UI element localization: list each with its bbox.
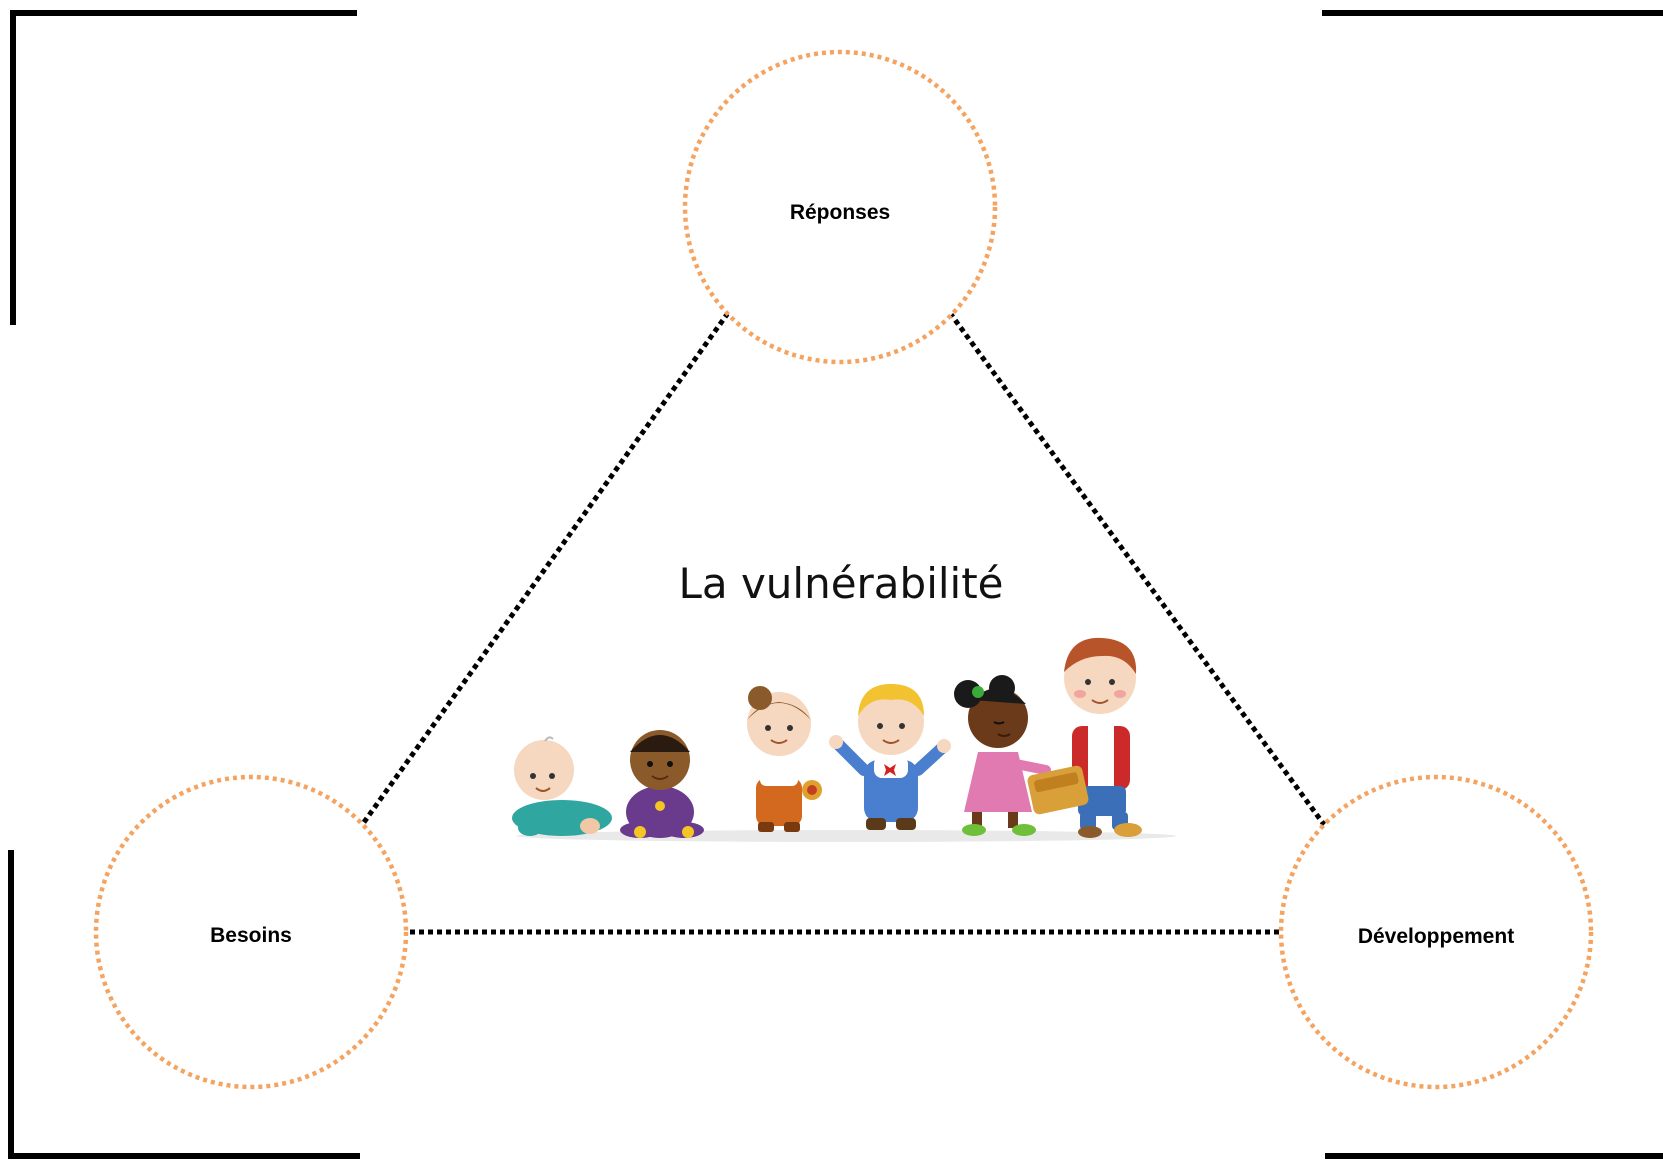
child-boy-satchel bbox=[1027, 637, 1142, 838]
child-girl-pink-dress bbox=[954, 675, 1051, 836]
connector-top-right bbox=[947, 311, 1328, 828]
node-circle-right bbox=[1278, 774, 1594, 1090]
connectors bbox=[359, 311, 1328, 935]
child-crawling-baby bbox=[512, 736, 612, 836]
diagram-title: La vulnérabilité bbox=[678, 559, 1003, 608]
child-blond-toddler bbox=[829, 684, 951, 830]
node-circle-top bbox=[682, 49, 998, 365]
child-sitting-baby bbox=[620, 730, 704, 838]
child-girl-overalls bbox=[747, 686, 822, 832]
ground-shadow bbox=[516, 830, 1176, 842]
node-label-developpement: Développement bbox=[1358, 925, 1514, 948]
frame-corner-bottom-left bbox=[8, 850, 360, 1159]
connector-top-left bbox=[359, 311, 731, 827]
children-illustration bbox=[512, 637, 1176, 842]
node-circles bbox=[93, 49, 1594, 1090]
frame-corner-top-left bbox=[10, 10, 357, 325]
satchel bbox=[1027, 765, 1089, 815]
corner-frame bbox=[8, 10, 1663, 1159]
node-circle-left bbox=[93, 774, 409, 1090]
node-label-besoins: Besoins bbox=[210, 924, 292, 947]
node-label-reponses: Réponses bbox=[790, 201, 890, 224]
